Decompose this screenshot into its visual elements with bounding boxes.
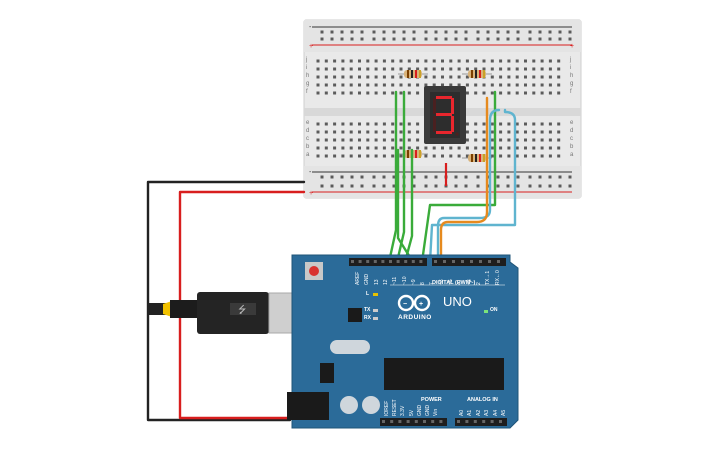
reset-button-cap[interactable] <box>309 266 319 276</box>
rail-plus-top: + <box>309 43 313 50</box>
digital-pin-label-9: ~6 <box>438 279 445 285</box>
row-letter-g-left: g <box>306 81 310 87</box>
row-letter-f-left: f <box>306 89 308 95</box>
digital-pin-label-11: 4 <box>457 282 464 285</box>
voltage-regulator <box>320 363 334 383</box>
arduino-logo-icon <box>397 294 431 312</box>
breadboard-holes[interactable] <box>316 30 572 188</box>
wire-green-pin13[interactable] <box>387 90 398 264</box>
digital-pin-label-13: 2 <box>475 282 482 285</box>
seven-segment-display[interactable] <box>424 86 466 144</box>
wire-black-gnd[interactable] <box>146 180 306 422</box>
row-letter-j-right: j <box>570 57 572 63</box>
board-model: UNO <box>443 294 472 309</box>
rail-minus-bottom: - <box>309 169 312 176</box>
digital-pin-label-0: AREF <box>355 271 361 285</box>
analog-label: ANALOG IN <box>467 397 498 403</box>
row-letter-i-left: i <box>306 65 308 71</box>
svg-text:+: + <box>419 301 423 308</box>
power-pin-label-4: GND <box>416 404 423 416</box>
power-pin-label-6: Vin <box>433 408 440 416</box>
row-letter-e-left: e <box>306 120 310 126</box>
row-letter-c-left: c <box>306 136 309 142</box>
row-letter-c-right: c <box>570 136 573 142</box>
row-letter-a-right: a <box>570 152 574 158</box>
power-label: POWER <box>421 397 442 403</box>
power-pin-label-3: 5V <box>408 409 415 416</box>
power-pin-label-5: GND <box>425 404 431 416</box>
digital-pin-label-4: ~11 <box>392 276 399 285</box>
analog-pin-label-0: A0 <box>459 409 465 416</box>
digital-pin-label-5: ~10 <box>401 276 408 285</box>
resistor-top-left[interactable] <box>398 70 428 78</box>
row-letter-e-right: e <box>570 120 574 126</box>
wire-green-pin9[interactable] <box>420 90 497 264</box>
tx-label: TX <box>364 307 371 313</box>
rx-led <box>373 317 378 320</box>
row-letter-g-right: g <box>570 81 574 87</box>
crystal <box>330 340 370 354</box>
power-jack[interactable] <box>287 392 329 420</box>
analog-pin-label-5: A5 <box>501 409 507 416</box>
usb-chip <box>348 308 362 322</box>
wire-green-pin10[interactable] <box>396 148 415 264</box>
digital-pin-label-1: GND <box>364 273 371 285</box>
digital-pin-label-8: 7 <box>429 282 436 285</box>
row-letter-f-right: f <box>570 89 572 95</box>
rail-plus-top-right: + <box>570 43 574 50</box>
row-letter-b-left: b <box>306 144 310 150</box>
digital-pin-label-15: RX←0 <box>494 270 501 285</box>
rx-label: RX <box>364 315 371 321</box>
row-letter-d-left: d <box>306 128 310 134</box>
digital-pin-label-10: ~5 <box>448 279 454 285</box>
row-letter-h-right: h <box>570 73 574 79</box>
analog-pin-label-3: A3 <box>484 409 491 416</box>
on-label: ON <box>490 307 498 313</box>
on-led <box>484 310 488 313</box>
l-label: L <box>366 291 370 297</box>
row-letter-j-left: j <box>306 57 308 63</box>
digital-pin-label-6: ~9 <box>410 279 417 285</box>
resistor-top-right[interactable] <box>462 70 492 78</box>
wire-cyan-pin8[interactable] <box>428 108 517 264</box>
analog-pin-label-4: A4 <box>492 409 499 416</box>
atmega-chip <box>384 358 504 390</box>
row-letter-a-left: a <box>306 152 310 158</box>
board-brand: ARDUINO <box>398 314 432 321</box>
analog-pin-label-1: A1 <box>467 409 474 416</box>
wire-orange-pin6[interactable] <box>439 96 489 264</box>
capacitor-right <box>362 396 380 414</box>
tx-led <box>373 309 378 312</box>
digital-pin-label-3: 12 <box>382 279 389 285</box>
digital-pin-label-12: ~3 <box>466 279 473 285</box>
row-letter-i-right: i <box>570 65 572 71</box>
usb-cable[interactable]: ⭍ <box>148 292 312 334</box>
digital-pin-label-7: 8 <box>420 282 427 285</box>
capacitor-left <box>340 396 358 414</box>
resistor-bottom-right[interactable] <box>462 154 492 162</box>
arduino-uno-board[interactable]: − + <box>287 254 519 429</box>
l-led <box>373 293 378 296</box>
rail-minus-top: - <box>309 24 312 31</box>
digital-pin-label-2: 13 <box>373 279 380 285</box>
row-letter-d-right: d <box>570 128 574 134</box>
digital-label: DIGITAL (PWM~) <box>432 280 476 286</box>
row-letter-b-right: b <box>570 144 574 150</box>
segment-digit-3 <box>436 96 454 134</box>
power-pin-label-1: RESET <box>392 399 399 416</box>
wire-green-pin12[interactable] <box>395 90 406 264</box>
rail-plus-bottom: + <box>309 190 313 197</box>
svg-text:−: − <box>403 301 407 308</box>
analog-pin-label-2: A2 <box>475 409 482 416</box>
power-pin-label-0: IOREF <box>384 400 390 416</box>
digital-pin-label-14: TX→1 <box>485 270 492 285</box>
power-pin-label-2: 3.3V <box>400 405 407 416</box>
usb-symbol-icon: ⭍ <box>238 304 246 316</box>
row-letter-h-left: h <box>306 73 310 79</box>
